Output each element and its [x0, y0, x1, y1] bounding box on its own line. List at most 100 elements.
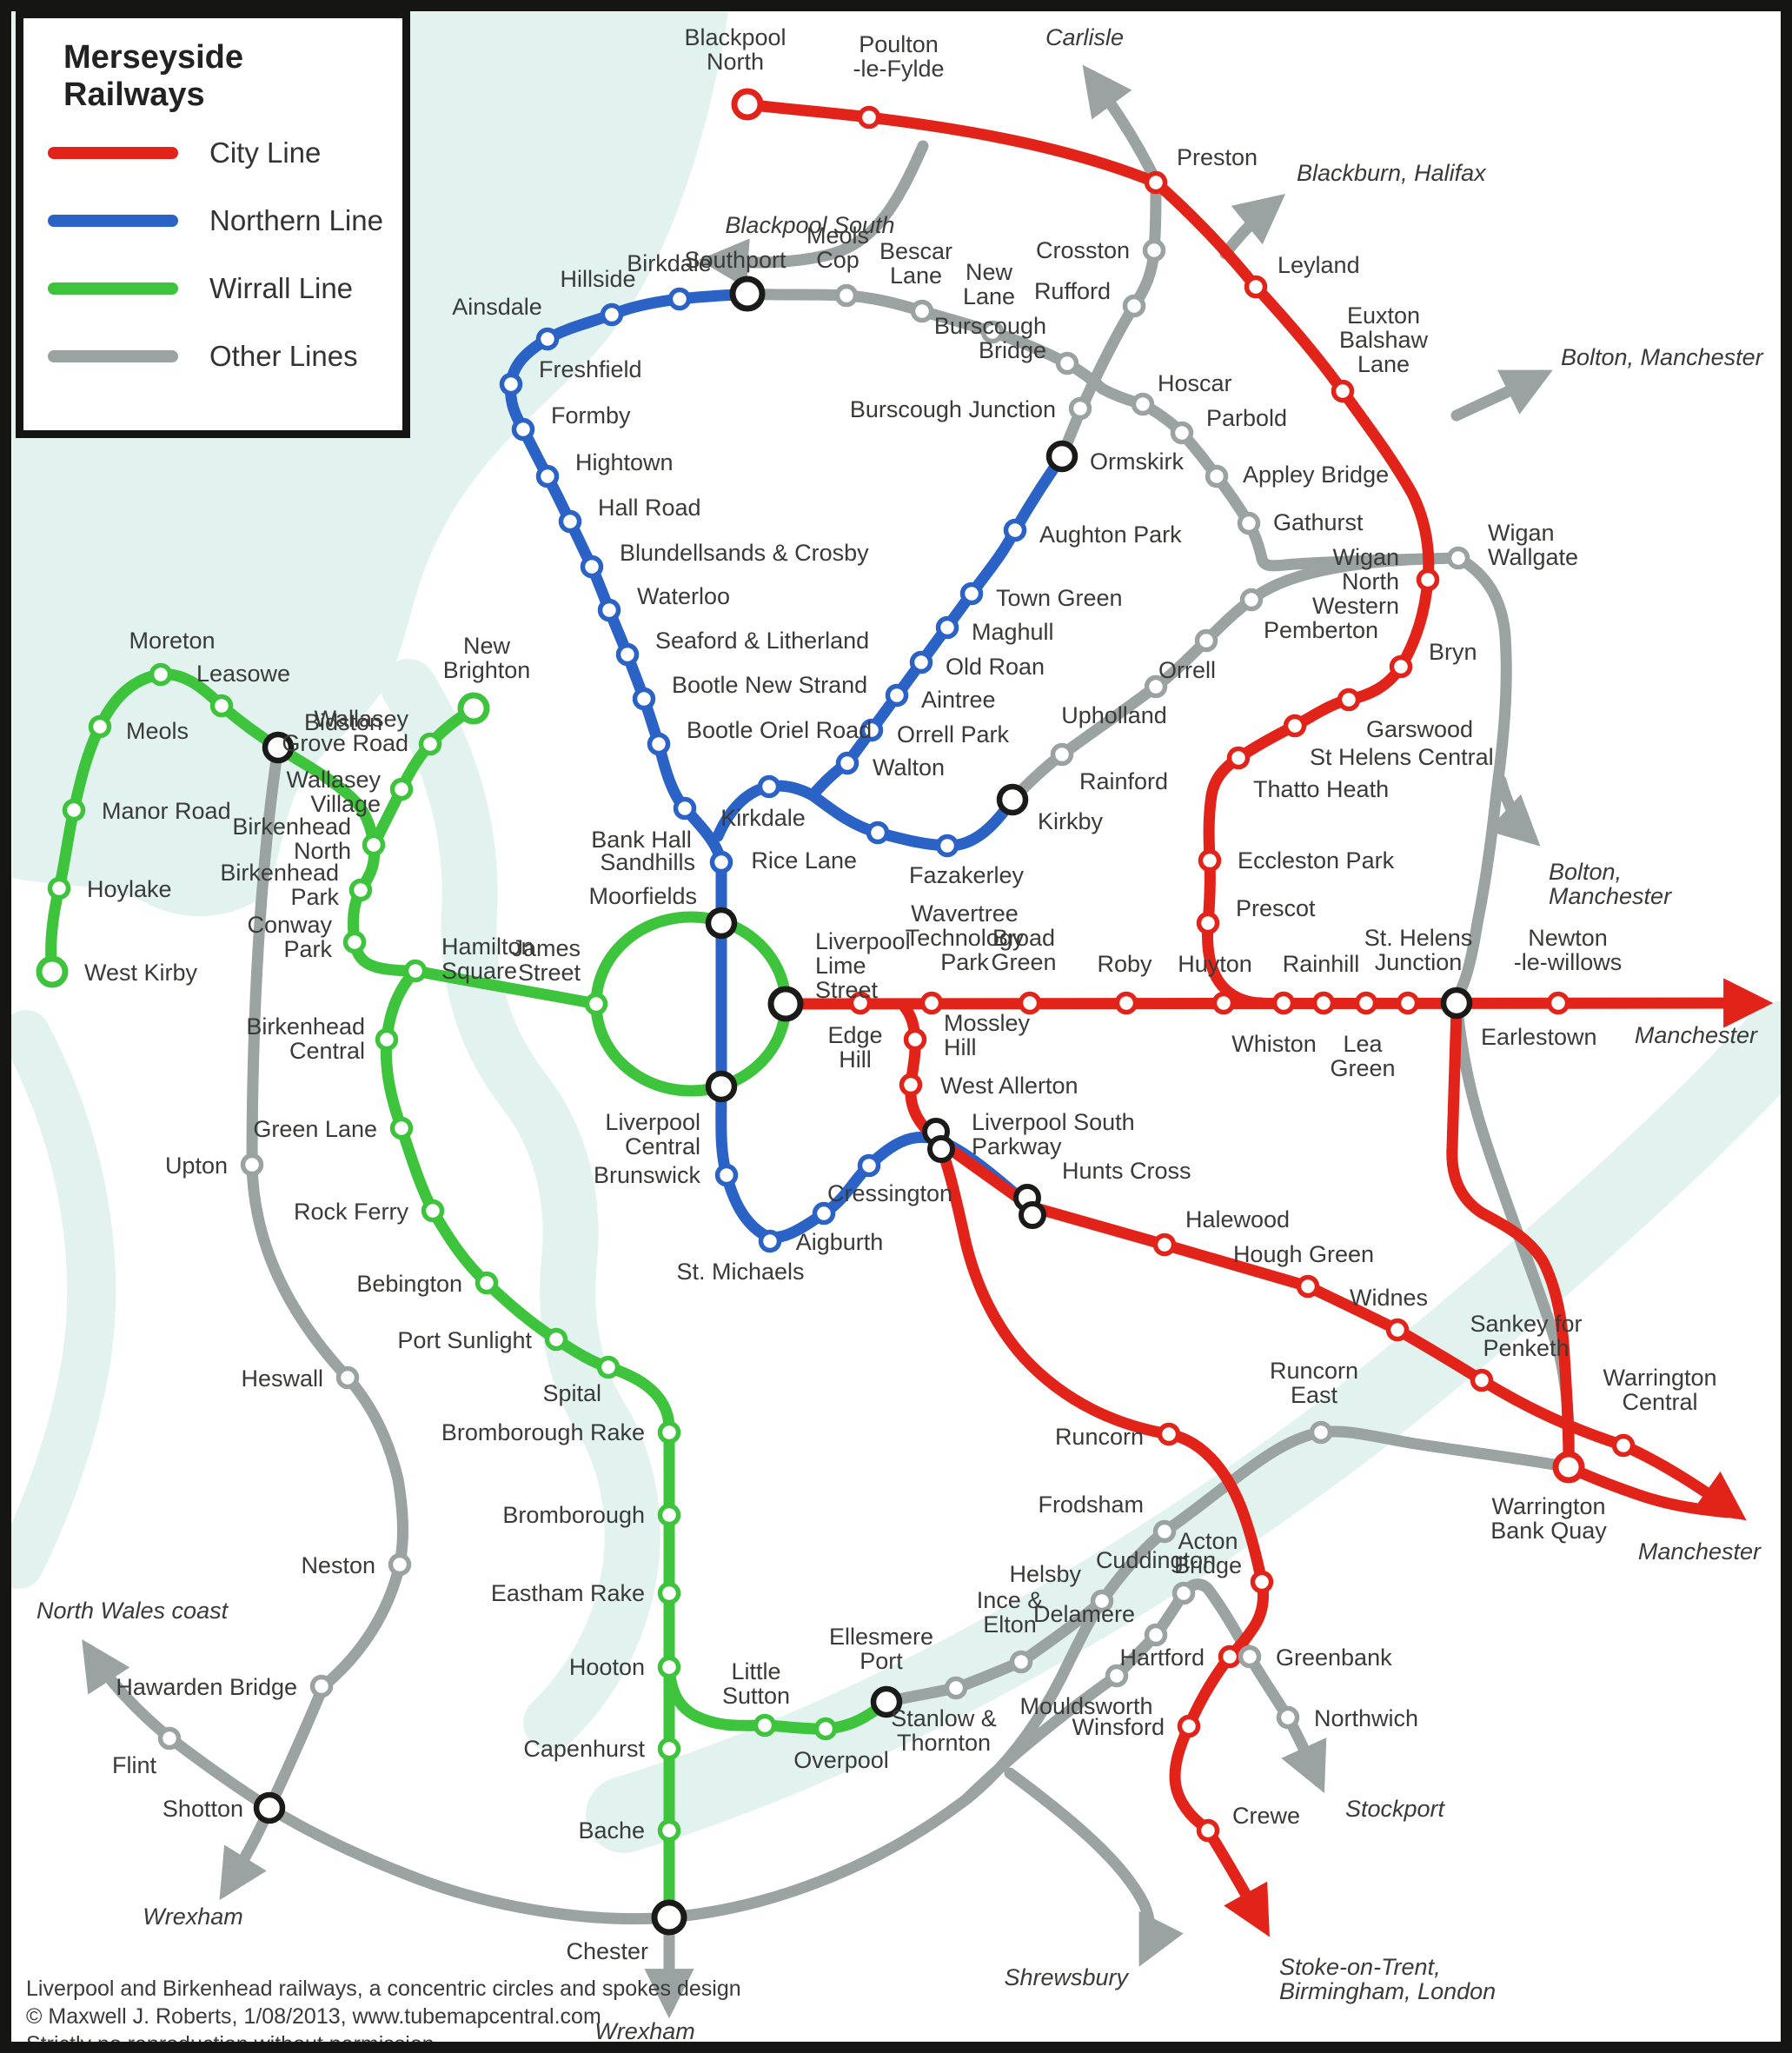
station-label-hoscar: Hoscar [1158, 370, 1232, 396]
station-widnes [1385, 1318, 1410, 1342]
station-conway-park [342, 930, 367, 954]
station-poulton-le-fylde [857, 105, 881, 130]
station-label-ince-elton: Ince &Elton [977, 1587, 1044, 1638]
station-shotton [253, 1791, 286, 1824]
station-bank-hall [673, 796, 697, 821]
station-hillside [600, 302, 624, 327]
station-label-prescot: Prescot [1236, 895, 1316, 921]
blue-kirkby-branch-path [806, 789, 1019, 852]
gray-borderlands-path [219, 741, 408, 1901]
destination-label-manchester-south: Manchester [1638, 1538, 1762, 1565]
station-brunswick [714, 1163, 739, 1187]
station-liverpool-south-parkway [922, 1118, 955, 1163]
station-fazakerley [935, 834, 959, 858]
station-bootle-oriel-road [647, 732, 671, 756]
station-lea-green [1354, 991, 1378, 1015]
station-spital [596, 1355, 621, 1379]
station-pemberton [1239, 588, 1264, 612]
station-heswall [335, 1365, 360, 1390]
station-label-hillside: Hillside [560, 266, 635, 292]
station-maghull [935, 615, 959, 640]
station-earlestown [1440, 987, 1473, 1020]
station-label-rainhill: Rainhill [1283, 951, 1360, 977]
station-town-green [959, 581, 984, 606]
station-helsby [1090, 1589, 1114, 1613]
legend-item-wirrall-line: Wirrall Line [48, 272, 387, 305]
station-label-st-michaels: St. Michaels [676, 1259, 804, 1285]
station-kirkdale [757, 774, 781, 799]
legend-item-label: City Line [209, 136, 322, 169]
station-sandhills [709, 850, 733, 874]
station-little-sutton [753, 1713, 777, 1737]
footer-line-3: Strictly no reproduction without permiss… [26, 2032, 435, 2053]
station-moorfields [705, 907, 738, 940]
station-label-moreton: Moreton [129, 628, 215, 654]
station-label-gathurst: Gathurst [1273, 509, 1364, 535]
station-new-brighton [457, 692, 490, 725]
station-label-st-helens-central: St Helens Central [1310, 744, 1494, 770]
destination-label-bolton-manchester-right: Bolton,Manchester [1549, 859, 1672, 909]
station-label-huyton: Huyton [1178, 951, 1252, 977]
destination-label-stockport: Stockport [1345, 1796, 1446, 1822]
gray-ellesmere-helsby-path [880, 1595, 1108, 1708]
station-delamere [1144, 1623, 1168, 1647]
station-label-bank-hall: Bank Hall [591, 827, 692, 853]
station-old-roan [909, 650, 933, 674]
station-label-kirkdale: Kirkdale [720, 805, 806, 831]
station-eccleston-park [1198, 848, 1222, 873]
station-flint [157, 1726, 182, 1751]
legend-item-label: Northern Line [209, 204, 383, 236]
station-label-roby: Roby [1097, 951, 1152, 977]
station-liverpool-central [705, 1070, 738, 1103]
station-label-bootle-oriel-road: Bootle Oriel Road [687, 717, 872, 743]
station-label-aigburth: Aigburth [796, 1229, 884, 1255]
copyright-notice: Liverpool and Birkenhead railways, a con… [26, 1975, 741, 2053]
station-rice-lane [866, 821, 890, 845]
station-crewe [1196, 1818, 1220, 1843]
station-label-garswood: Garswood [1366, 716, 1473, 742]
station-label-crewe: Crewe [1232, 1803, 1300, 1829]
station-label-west-allerton: West Allerton [940, 1073, 1079, 1099]
station-label-seaford-litherland: Seaford & Litherland [655, 628, 869, 654]
station-st-michaels [758, 1229, 782, 1253]
station-label-freshfield: Freshfield [539, 356, 642, 382]
station-moreton [149, 662, 173, 687]
station-broad-green [1018, 991, 1042, 1015]
stations-layer [36, 88, 1636, 1936]
wirrall-line-swatch [48, 282, 178, 295]
station-label-sandhills: Sandhills [600, 849, 695, 875]
station-label-ainsdale: Ainsdale [452, 294, 542, 320]
station-whiston [1271, 991, 1296, 1015]
station-southport [729, 276, 766, 312]
station-birkenhead-central [375, 1027, 399, 1052]
northern-line-swatch [48, 215, 178, 227]
station-james-street [584, 992, 608, 1016]
station-hawarden-bridge [309, 1674, 334, 1698]
station-label-spital: Spital [542, 1380, 601, 1406]
station-st-helens-junction [1396, 991, 1420, 1015]
station-label-bidston: Bidston [304, 709, 382, 735]
station-label-town-green: Town Green [996, 585, 1123, 611]
station-runcorn-east [1309, 1420, 1333, 1445]
station-label-hough-green: Hough Green [1233, 1241, 1374, 1267]
station-label-southport: Southport [684, 247, 786, 273]
station-label-hoylake: Hoylake [87, 876, 172, 902]
station-greenbank [1238, 1644, 1262, 1669]
station-label-hooton: Hooton [569, 1654, 645, 1680]
station-label-whiston: Whiston [1231, 1031, 1317, 1057]
station-orrell-park [859, 718, 884, 742]
station-label-rice-lane: Rice Lane [751, 847, 857, 874]
station-cressington [857, 1153, 881, 1178]
station-label-formby: Formby [551, 402, 631, 429]
station-label-bache: Bache [578, 1817, 645, 1844]
station-label-bromborough: Bromborough [502, 1502, 645, 1528]
legend: Merseyside Railways City Line Northern L… [16, 10, 410, 438]
station-label-waterloo: Waterloo [637, 583, 730, 609]
